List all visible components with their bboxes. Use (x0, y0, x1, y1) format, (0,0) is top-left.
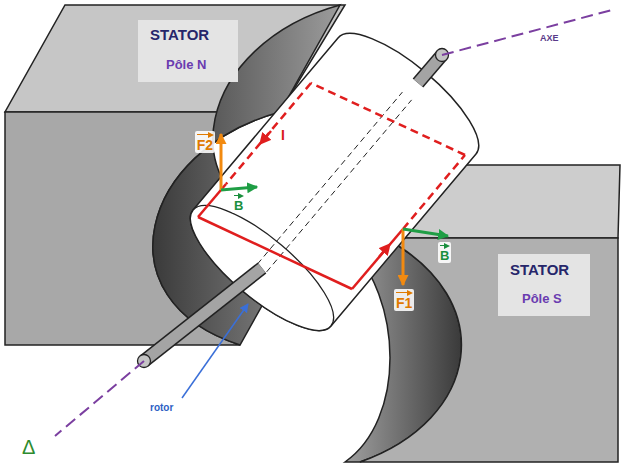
field-arrow (221, 187, 257, 190)
field-label: B (438, 242, 451, 263)
text-patch (498, 254, 590, 316)
coil-side (226, 83, 311, 184)
pole-label: Pôle S (522, 292, 562, 306)
force-arrow (402, 229, 405, 285)
shaft (144, 268, 262, 361)
coil (198, 83, 465, 289)
current-arrow (263, 131, 271, 141)
pole-label: Pôle N (166, 58, 206, 72)
text-patch (138, 20, 238, 82)
current-label: I (279, 128, 287, 143)
current-arrow (379, 248, 387, 258)
coil-side (403, 155, 465, 229)
leader-line (182, 304, 248, 398)
rotation-axis (55, 361, 144, 436)
field-arrow (403, 229, 448, 236)
force-label: F1 (394, 289, 414, 311)
shaft (144, 268, 262, 361)
coil-side (311, 83, 465, 155)
coil-side (198, 217, 352, 289)
stator-front-face (360, 238, 618, 462)
part-label: rotor (150, 402, 173, 413)
axis-symbol: Δ (22, 436, 35, 458)
stator-title: STATOR (150, 27, 209, 44)
field-label: B (232, 192, 245, 213)
stator-title: STATOR (510, 262, 569, 279)
force-arrow (220, 134, 223, 190)
axis-label: AXE (540, 34, 559, 44)
hidden-shaft (257, 92, 402, 264)
coil-side (352, 229, 403, 289)
rotation-axis (442, 10, 612, 55)
force-label: F2 (195, 131, 215, 153)
